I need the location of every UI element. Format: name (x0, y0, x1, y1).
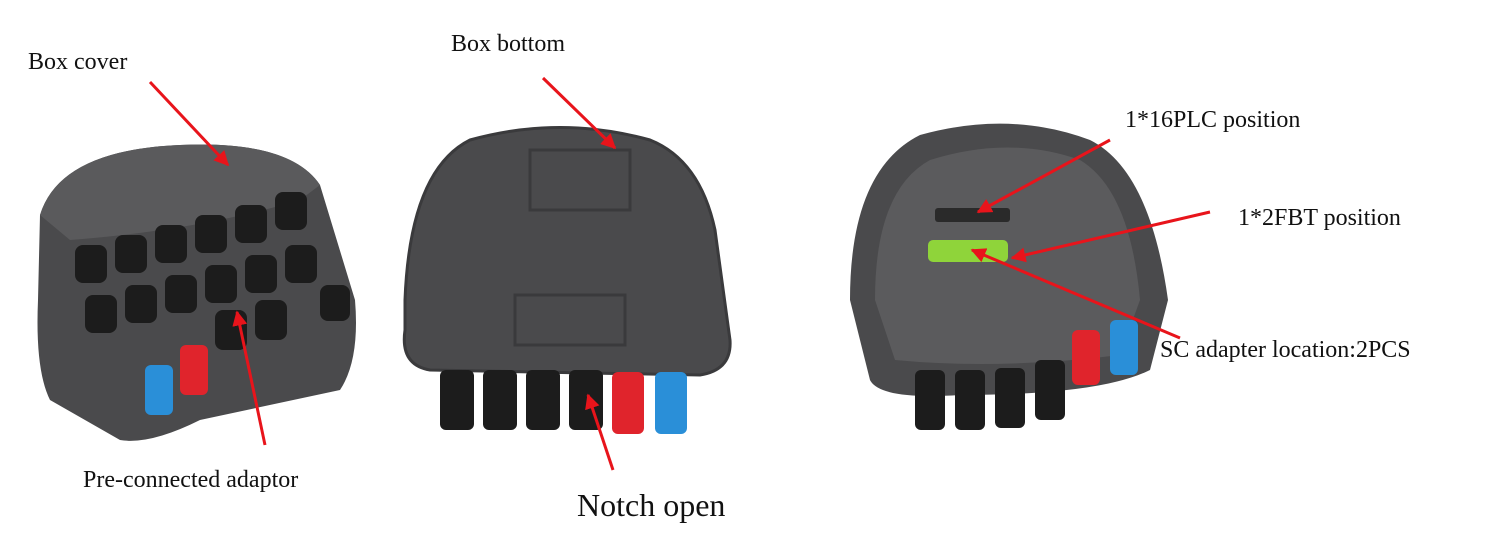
arrow-box-bottom (541, 76, 617, 150)
box-interior-image (850, 123, 1168, 430)
label-box-cover: Box cover (28, 49, 128, 75)
red-adapter (180, 345, 208, 395)
label-pre-connected-adaptor: Pre-connected adaptor (83, 467, 299, 493)
label-plc-position: 1*16PLC position (1125, 107, 1301, 133)
blue-adapter (145, 365, 173, 415)
label-box-bottom: Box bottom (451, 31, 566, 57)
arrow-fbt (1010, 210, 1211, 263)
label-fbt-position: 1*2FBT position (1238, 205, 1401, 231)
arrow-sc-adapter (970, 248, 1181, 340)
arrow-box-cover (148, 80, 230, 167)
label-notch-open: Notch open (577, 487, 726, 523)
arrow-pre-connected (232, 310, 267, 446)
label-sc-adapter: SC adapter location:2PCS (1160, 337, 1411, 363)
arrow-plc (976, 138, 1111, 214)
arrow-notch-open (585, 393, 615, 471)
box-cover-image (37, 144, 356, 441)
box-bottom-image (402, 126, 732, 434)
